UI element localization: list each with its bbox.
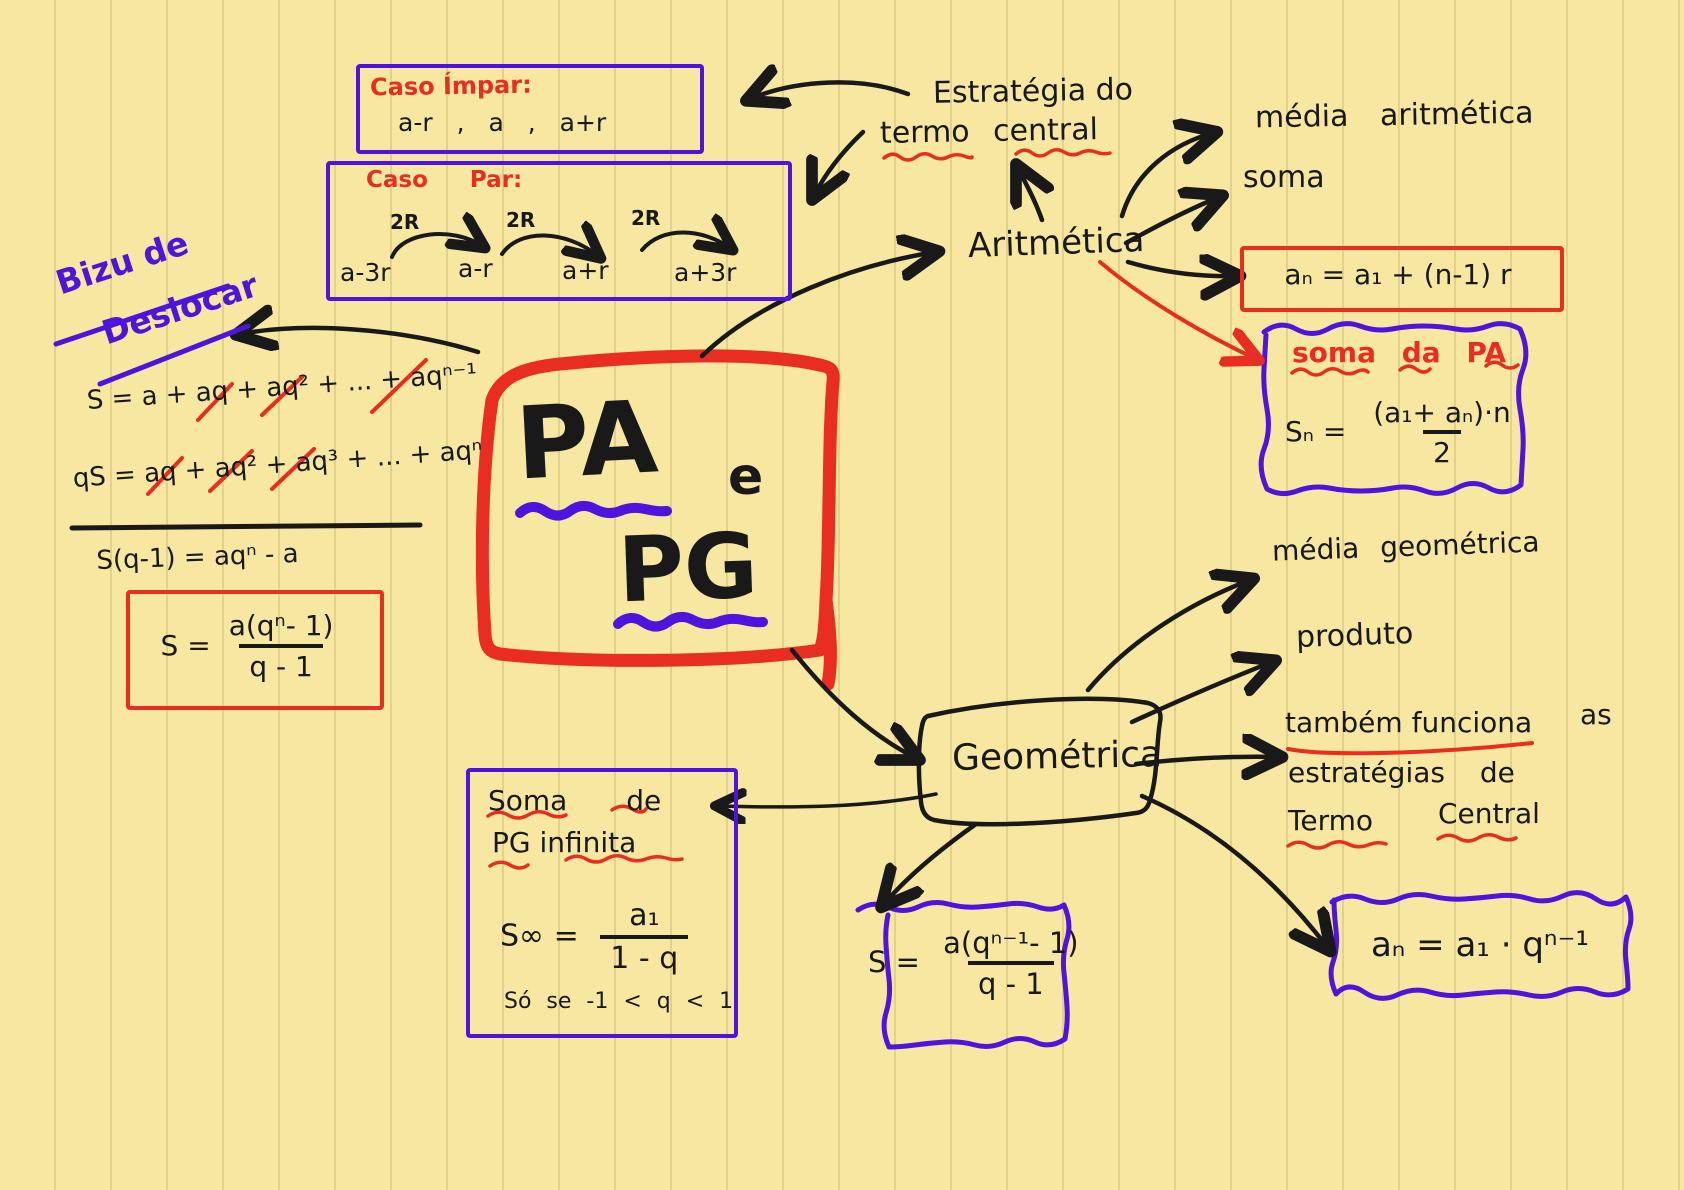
underline-soma-pa-1 [1290,367,1370,377]
soma-inf-formula: S∞ = a₁ 1 - q [500,898,689,975]
pg-sum-denominator: q - 1 [239,643,323,681]
geometrica-node: Geométrica [951,734,1163,779]
underline-central [1014,148,1112,158]
soma-inf-numerator: a₁ [629,898,660,933]
central-label: Central [1438,797,1540,830]
arrow-pa-to-geometrica [789,647,916,758]
jump-label-1: 2R [390,210,420,234]
arrow-geometrica-to-soma-inf [718,794,938,807]
par-term-1: a-3r [340,258,391,287]
par-term-2: a-r [458,254,493,283]
soma-label: soma [1243,160,1325,195]
media-geometrica-label: média geométrica [1271,525,1541,568]
soma-inf-condition: Só se -1 < q < 1 [504,989,734,1014]
arrow-aritmetica-to-an-formula [1125,262,1236,276]
produto-label: produto [1295,615,1414,656]
caso-par-box [326,161,792,301]
derivation-line2: qS = aq + aq² + aq³ + ... + aqⁿ [71,435,484,494]
soma-pa-formula: Sₙ = (a₁+ aₙ)·n 2 [1285,398,1519,468]
pg-sum-fraction: a(qⁿ- 1) q - 1 [221,611,342,681]
underline-termo [882,152,974,162]
arrow-aritmetica-to-central [1018,168,1042,223]
caso-impar-box [356,64,704,154]
underline-tambem [1286,741,1534,756]
s-geo-lhs: S = [868,944,920,979]
par-term-4: a+3r [674,258,737,287]
arrow-aritmetica-to-media [1119,133,1213,219]
media-aritmetica-label: média aritmética [1254,95,1534,136]
pg-sum-numerator: a(qⁿ- 1) [228,609,334,643]
caso-par-title: Caso Par: [366,167,523,193]
arrow-estrategia-to-par [814,129,866,196]
pg-sum-lhs: S = [160,629,211,663]
central-topic-conj: e [728,447,764,507]
derivation-line3: S(q-1) = aqⁿ - a [95,538,300,576]
arrow-pa-to-bizu [240,328,481,355]
soma-pa-lhs: Sₙ = [1285,414,1347,448]
arrow-geometrica-to-s-geo [884,821,979,904]
soma-pa-fraction: (a₁+ aₙ)·n 2 [1365,398,1519,468]
central-box-corner-tail [819,593,837,691]
estrategia-line2: termo central [879,112,1099,151]
tambem-funciona-label: também funciona [1285,706,1533,739]
soma-pa-numerator: (a₁+ aₙ)·n [1373,396,1511,429]
derivation-line1: S = a + aq + aq² + ... + aqⁿ⁻¹ [85,358,479,416]
estrategia-line1: Estratégia do [932,72,1134,111]
arrow-geometrica-to-produto [1129,662,1272,725]
arrow-geometrica-to-media-geo [1085,580,1250,693]
soma-inf-denominator: 1 - q [600,934,689,975]
an-formula-box [1240,246,1564,312]
pa-wavy-underline [515,501,672,521]
derivation-subtract-line [69,522,423,531]
arrow-estrategia-to-impar [750,82,911,99]
soma-inf-title1: Soma de [488,784,662,817]
soma-pa-title: soma da PA [1292,336,1507,369]
central-topic-pg: PG [616,513,760,624]
jump-label-3: 2R [631,206,661,230]
arrow-aritmetica-to-soma-pa [1098,260,1256,359]
pg-sum-result: S = a(qⁿ- 1) q - 1 [126,590,376,702]
aritmetica-node: Aritmética [967,219,1145,267]
soma-pa-denominator: 2 [1423,430,1461,468]
soma-inf-title2: PG infinita [492,826,637,859]
underline-termo-central-1 [1286,840,1388,850]
tambem-as-label: as [1580,698,1612,731]
caso-impar-sequence: a-r , a , a+r [398,108,607,137]
pg-sum-result-box [126,590,384,710]
caso-impar-title: Caso Ímpar: [369,70,532,102]
s-geo-fraction: a(qⁿ⁻¹- 1) q - 1 [935,928,1086,1000]
soma-pg-infinita-box [466,768,738,1038]
s-geo-denominator: q - 1 [967,961,1054,1000]
an-geo-formula: aₙ = a₁ · qⁿ⁻¹ [1370,925,1590,966]
estrategias-de-label: estratégias de [1288,756,1515,789]
an-formula: aₙ = a₁ + (n-1) r [1284,258,1512,292]
underline-termo-central-2 [1436,833,1518,843]
par-term-3: a+r [562,256,609,285]
soma-inf-fraction: a₁ 1 - q [600,898,689,975]
termo-label: Termo [1288,804,1373,837]
s-geo-numerator: a(qⁿ⁻¹- 1) [943,926,1079,960]
central-topic-pa: PA [513,378,661,503]
soma-inf-lhs: S∞ = [500,918,579,954]
jump-label-2: 2R [506,208,536,232]
s-geo-formula: S = a(qⁿ⁻¹- 1) q - 1 [868,928,1087,1000]
